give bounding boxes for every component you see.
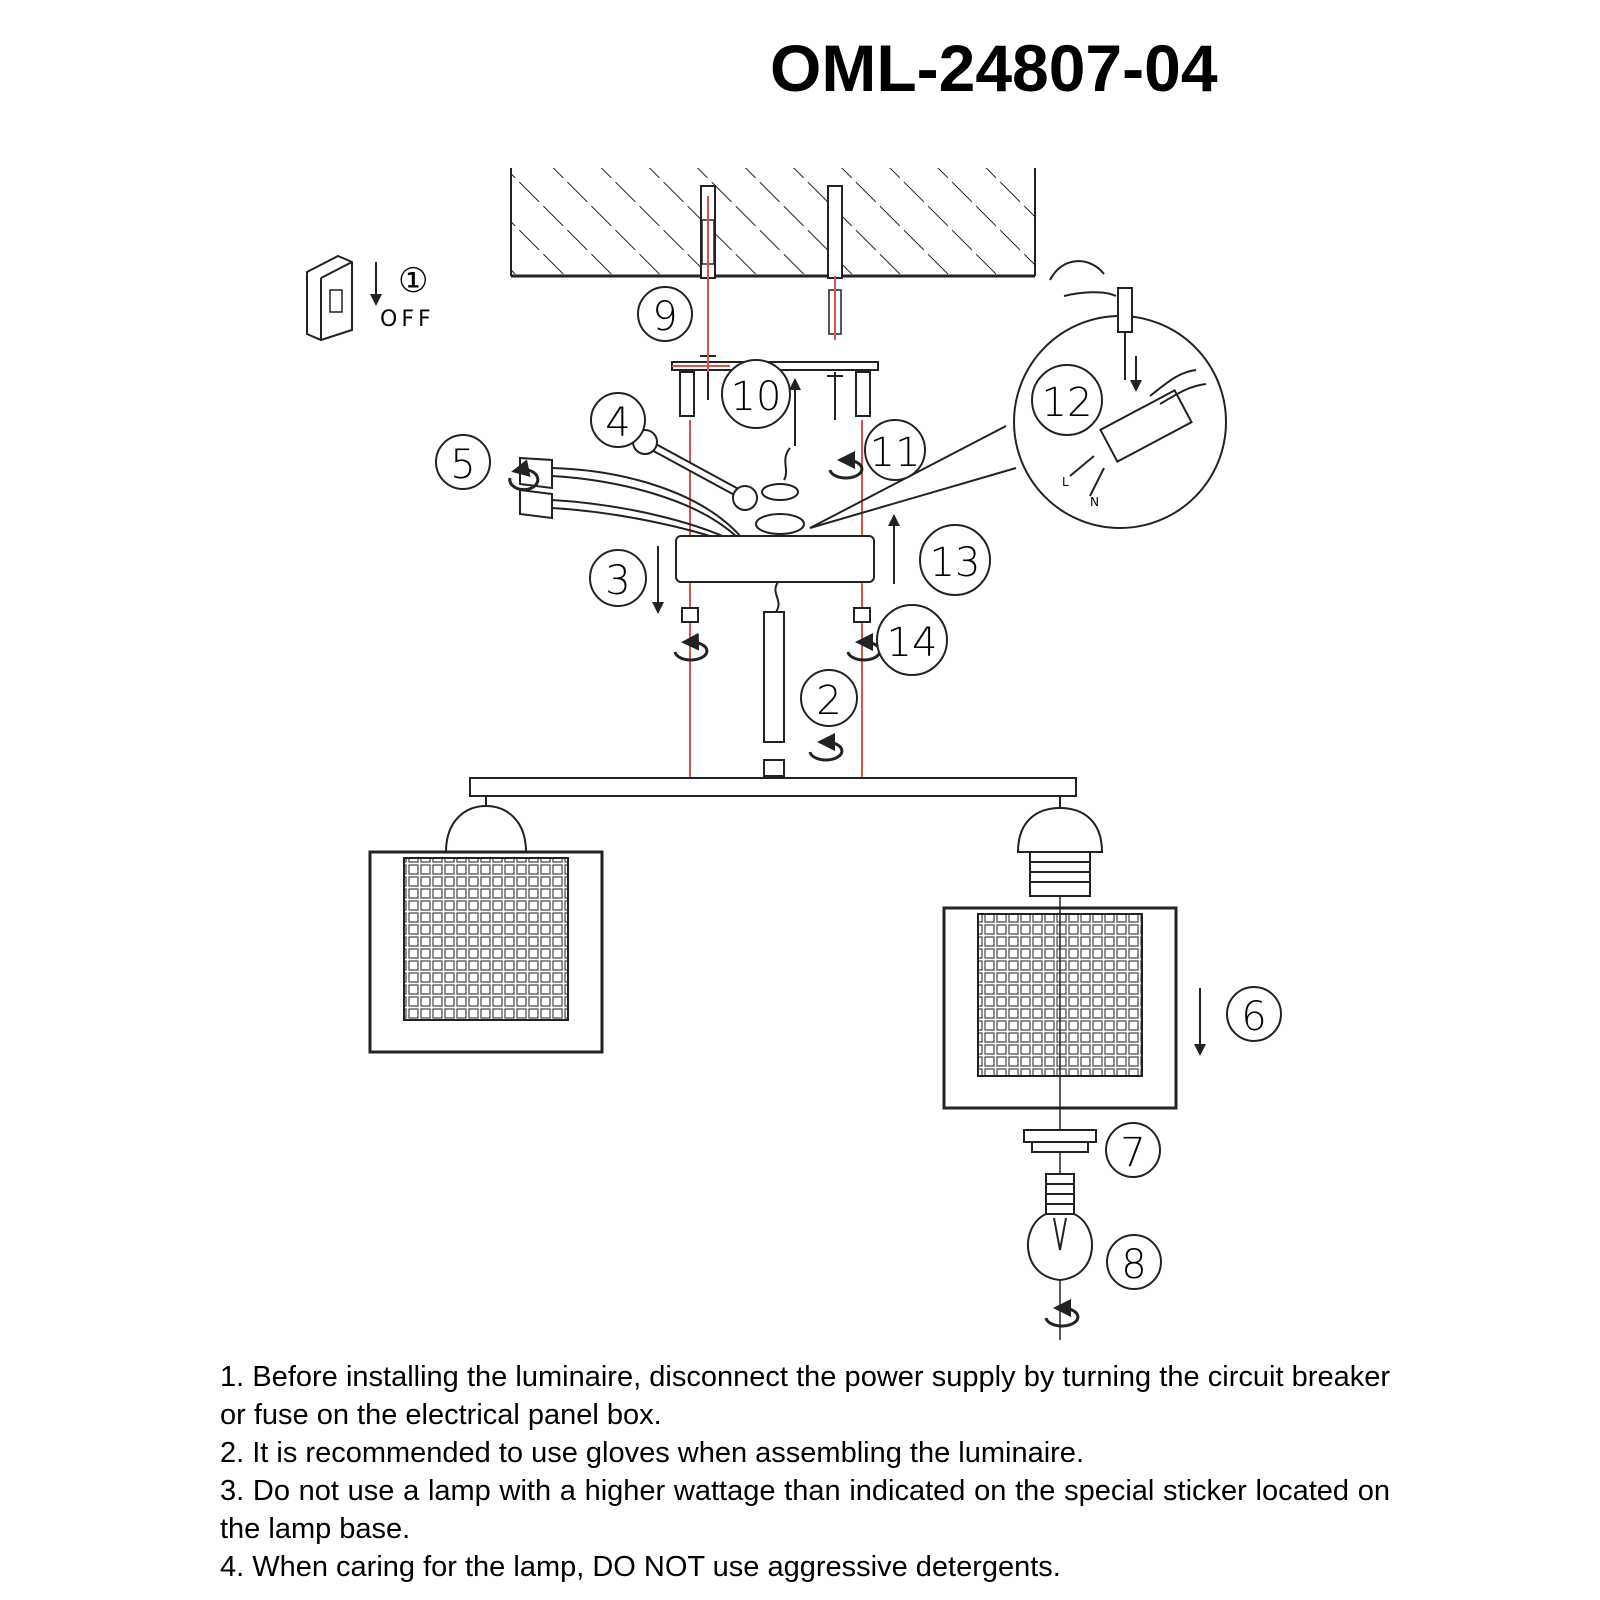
canopy-nut	[755, 447, 805, 535]
step-4-label: 4	[605, 400, 630, 446]
note-3: 3. Do not use a lamp with a higher watta…	[220, 1475, 1390, 1545]
center-rod	[763, 581, 785, 777]
step-2-label: 2	[816, 678, 841, 724]
step-6-label: 6	[1241, 994, 1266, 1040]
step-5-label: 5	[450, 442, 475, 488]
step-12-label: 12	[1042, 380, 1093, 426]
step-3-label: 3	[605, 558, 630, 604]
rotate-icons	[673, 451, 1080, 1328]
neutral-wire-label: N	[1090, 495, 1099, 509]
step-13-label: 13	[930, 540, 981, 586]
assembly-diagram: ① OFF	[306, 168, 1282, 1340]
switch-step-label: ①	[398, 261, 428, 301]
left-lamp-holder	[444, 796, 528, 853]
screwdriver-icon	[1049, 260, 1142, 392]
main-arm	[469, 777, 1077, 797]
model-title: OML-24807-04	[770, 31, 1218, 105]
left-lamp-shade	[368, 850, 604, 1054]
note-2: 2. It is recommended to use gloves when …	[220, 1437, 1084, 1469]
step-11-label: 11	[870, 430, 921, 476]
step-8-label: 8	[1121, 1242, 1146, 1288]
wrench-icon	[632, 429, 758, 511]
cap-nuts	[681, 607, 871, 623]
switch-state-label: OFF	[380, 307, 435, 332]
step-markers	[435, 286, 1282, 1290]
note-1: 1. Before installing the luminaire, disc…	[220, 1361, 1390, 1431]
canopy	[675, 535, 875, 583]
step-10-label: 10	[731, 374, 782, 420]
step-7-label: 7	[1120, 1130, 1145, 1176]
power-switch-icon	[306, 254, 382, 342]
step-14-label: 14	[887, 620, 938, 666]
right-lamp-holder	[1016, 796, 1104, 897]
installation-notes: 1. Before installing the luminaire, disc…	[220, 1358, 1390, 1586]
wiring-callout	[809, 315, 1227, 529]
rotate-icon	[508, 459, 540, 492]
step-9-label: 9	[652, 294, 677, 340]
light-bulb-icon	[1026, 1173, 1094, 1282]
wire-connector-icon	[519, 456, 743, 545]
ceiling	[510, 168, 1036, 278]
live-wire-label: L	[1062, 475, 1069, 489]
shade-ring	[1023, 1129, 1097, 1153]
note-4: 4. When caring for the lamp, DO NOT use …	[220, 1551, 1061, 1583]
